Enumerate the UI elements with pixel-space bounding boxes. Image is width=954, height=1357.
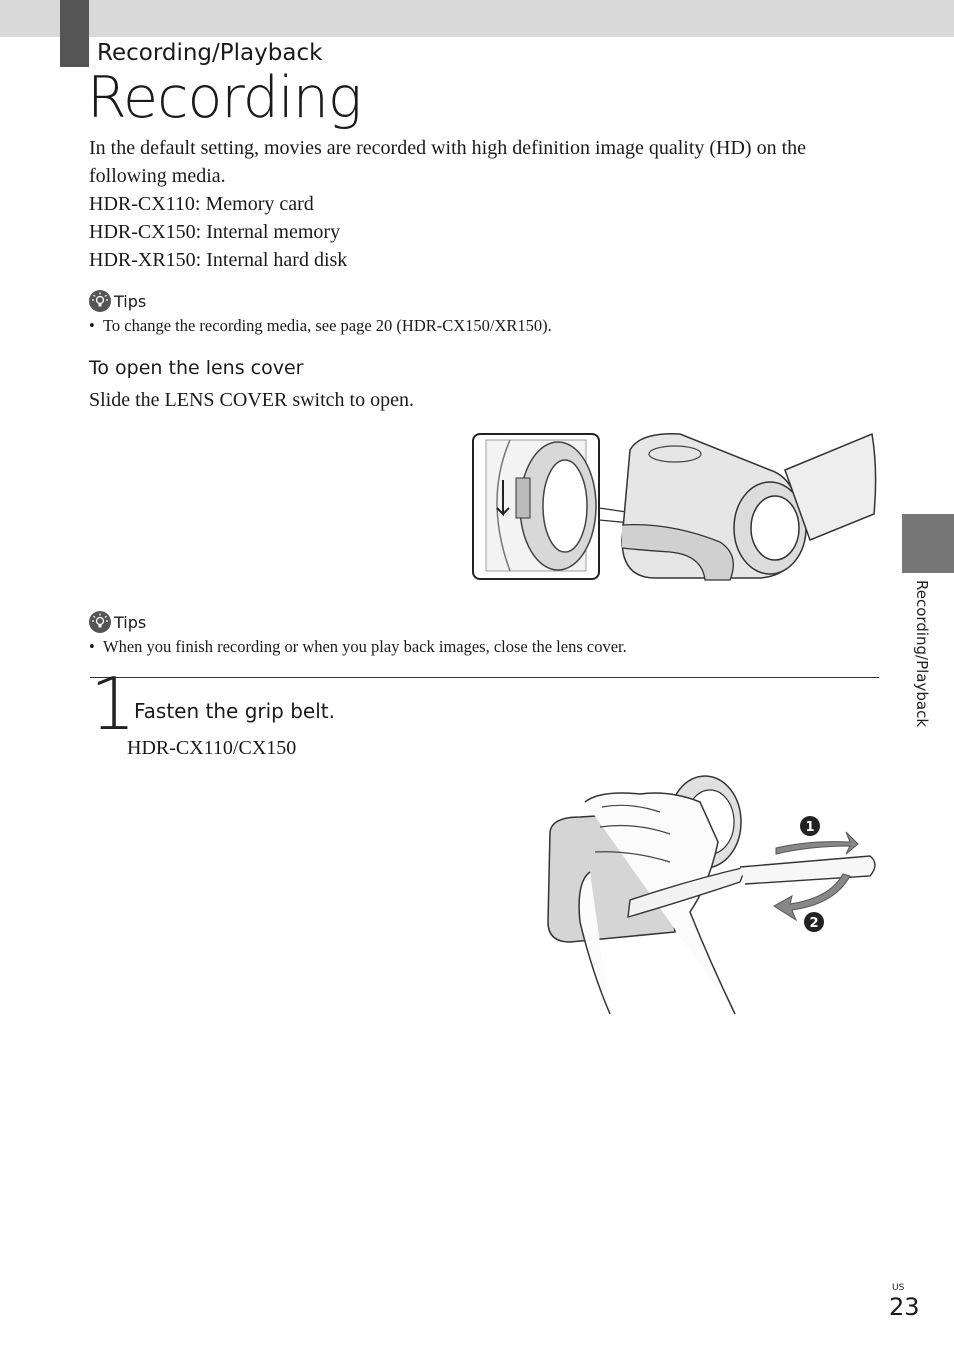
tips-block: Tips To change the recording media, see … (89, 290, 552, 336)
media-line-cx110: HDR-CX110: Memory card (89, 193, 314, 215)
side-tab-label: Recording/Playback (913, 580, 931, 728)
tips-icon (89, 290, 111, 312)
header-bar (0, 0, 954, 37)
step-divider (90, 677, 879, 678)
media-line-xr150: HDR-XR150: Internal hard disk (89, 249, 348, 271)
page-region: US (892, 1283, 905, 1293)
tips-label: Tips (114, 291, 147, 311)
hand-grip-illustration: 1 2 (547, 775, 876, 1015)
step-models: HDR-CX110/CX150 (127, 737, 297, 759)
page-number: 23 (889, 1293, 920, 1321)
tips-block-2: Tips When you finish recording or when y… (89, 611, 627, 657)
tip-item: To change the recording media, see page … (89, 316, 552, 336)
side-tab (902, 514, 954, 573)
callout-1: 1 (805, 820, 814, 835)
media-line-cx150: HDR-CX150: Internal memory (89, 221, 341, 243)
subheading-lens-cover: To open the lens cover (89, 357, 304, 379)
lens-cover-instruction: Slide the LENS COVER switch to open. (89, 389, 414, 411)
intro-text: In the default setting, movies are recor… (89, 134, 879, 274)
step-title: Fasten the grip belt. (134, 699, 335, 723)
header-accent-block (60, 0, 89, 67)
tips-icon (89, 611, 111, 633)
page-title: Recording (87, 65, 362, 131)
callout-2: 2 (809, 916, 818, 931)
tips-label-2: Tips (114, 612, 147, 632)
camcorder-illustration (472, 432, 877, 581)
tips-heading: Tips (89, 290, 552, 312)
step-number: 1 (90, 662, 136, 746)
tips-heading-2: Tips (89, 611, 627, 633)
tip-item-2: When you finish recording or when you pl… (89, 637, 627, 657)
intro-paragraph: In the default setting, movies are recor… (89, 137, 807, 187)
section-title: Recording/Playback (97, 40, 323, 66)
